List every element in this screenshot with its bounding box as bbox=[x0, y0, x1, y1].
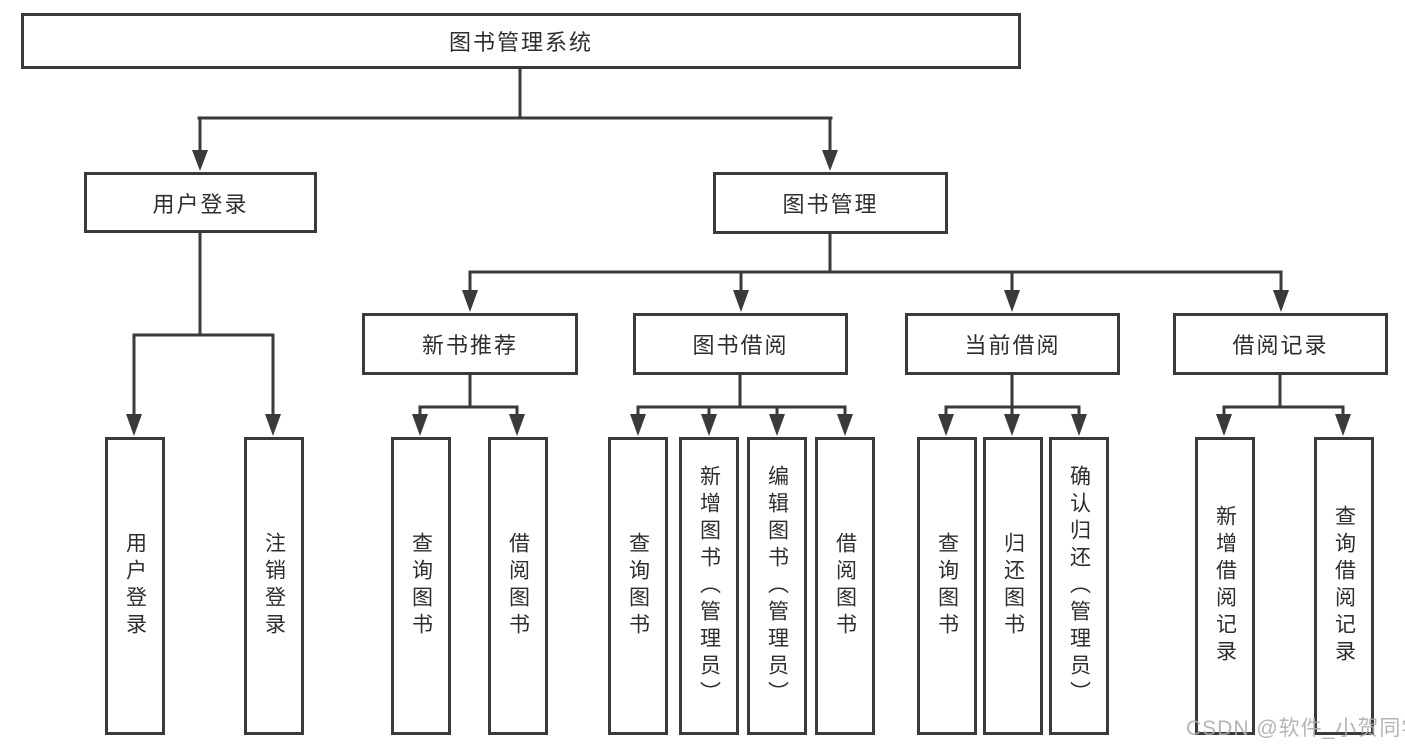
leaf-label: 查询图书 bbox=[409, 532, 433, 640]
arrowhead-down-icon bbox=[630, 414, 646, 436]
leaf-confirm-return-admin: 确认归还（管理员） bbox=[1049, 437, 1109, 735]
leaf-borrow-books-recommend: 借阅图书 bbox=[488, 437, 548, 735]
leaf-label: 编辑图书（管理员） bbox=[765, 464, 789, 708]
leaf-label: 确认归还（管理员） bbox=[1067, 464, 1091, 708]
edge-user-login-children bbox=[126, 231, 281, 436]
arrowhead-down-icon bbox=[192, 150, 208, 171]
leaf-logout: 注销登录 bbox=[244, 437, 304, 735]
arrowhead-down-icon bbox=[837, 414, 853, 436]
arrowhead-down-icon bbox=[1216, 414, 1232, 436]
arrowhead-down-icon bbox=[1071, 414, 1087, 436]
leaf-label: 查询借阅记录 bbox=[1332, 505, 1356, 667]
node-book-management: 图书管理 bbox=[713, 172, 948, 234]
leaf-label: 注销登录 bbox=[262, 532, 286, 640]
leaf-return-books: 归还图书 bbox=[983, 437, 1043, 735]
arrowhead-down-icon bbox=[701, 414, 717, 436]
arrowhead-down-icon bbox=[769, 414, 785, 436]
arrowhead-down-icon bbox=[1004, 290, 1020, 312]
leaf-add-borrow-record: 新增借阅记录 bbox=[1195, 437, 1255, 735]
leaf-label: 用户登录 bbox=[123, 532, 147, 640]
edge-borrow-record-children bbox=[1216, 373, 1351, 436]
leaf-user-login: 用户登录 bbox=[105, 437, 165, 735]
leaf-label: 归还图书 bbox=[1001, 532, 1025, 640]
arrowhead-down-icon bbox=[1335, 414, 1351, 436]
leaf-label: 新增图书（管理员） bbox=[697, 464, 721, 708]
leaf-label: 新增借阅记录 bbox=[1213, 505, 1237, 667]
arrowhead-down-icon bbox=[1004, 414, 1020, 436]
arrowhead-down-icon bbox=[938, 414, 954, 436]
edge-new-book-children bbox=[412, 373, 525, 436]
edge-book-management-children bbox=[462, 232, 1289, 312]
arrowhead-down-icon bbox=[822, 150, 838, 171]
arrowhead-down-icon bbox=[1273, 290, 1289, 312]
leaf-query-books-borrow: 查询图书 bbox=[608, 437, 668, 735]
leaf-query-books-current: 查询图书 bbox=[917, 437, 977, 735]
leaf-label: 借阅图书 bbox=[506, 532, 530, 640]
leaf-query-borrow-record: 查询借阅记录 bbox=[1314, 437, 1374, 735]
node-borrowing-records: 借阅记录 bbox=[1173, 313, 1388, 375]
arrowhead-down-icon bbox=[462, 290, 478, 312]
leaf-label: 查询图书 bbox=[626, 532, 650, 640]
leaf-query-books-recommend: 查询图书 bbox=[391, 437, 451, 735]
node-user-login: 用户登录 bbox=[84, 172, 317, 233]
leaf-borrow-books: 借阅图书 bbox=[815, 437, 875, 735]
edge-book-borrow-children bbox=[630, 373, 853, 436]
csdn-watermark: CSDN @软件_小贺同学 bbox=[1186, 717, 1405, 740]
node-current-borrowing: 当前借阅 bbox=[905, 313, 1120, 375]
edge-current-borrow-children bbox=[938, 373, 1087, 436]
leaf-add-books-admin: 新增图书（管理员） bbox=[679, 437, 739, 735]
node-new-book-recommend: 新书推荐 bbox=[362, 313, 578, 375]
arrowhead-down-icon bbox=[265, 414, 281, 436]
arrowhead-down-icon bbox=[733, 290, 749, 312]
leaf-label: 查询图书 bbox=[935, 532, 959, 640]
node-book-borrowing: 图书借阅 bbox=[633, 313, 848, 375]
arrowhead-down-icon bbox=[509, 414, 525, 436]
leaf-label: 借阅图书 bbox=[833, 532, 857, 640]
leaf-edit-books-admin: 编辑图书（管理员） bbox=[747, 437, 807, 735]
arrowhead-down-icon bbox=[412, 414, 428, 436]
edge-root-to-level2 bbox=[192, 67, 838, 171]
node-library-management-system: 图书管理系统 bbox=[21, 13, 1021, 69]
arrowhead-down-icon bbox=[126, 414, 142, 436]
